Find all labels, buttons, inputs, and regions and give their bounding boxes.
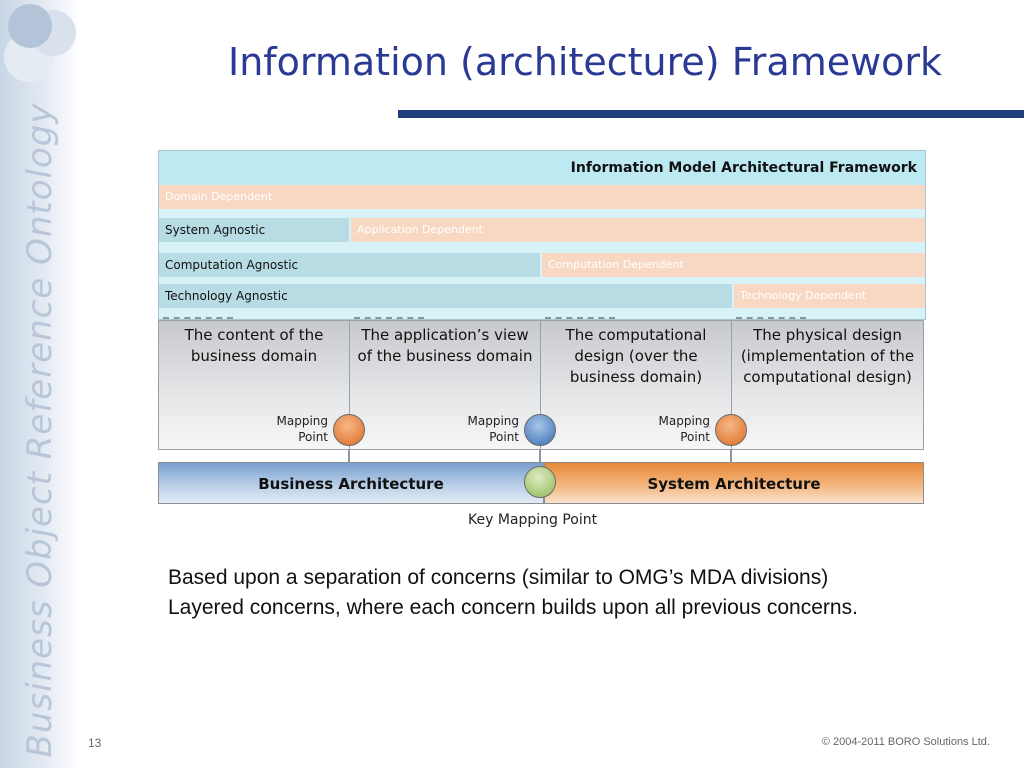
page-number: 13: [88, 736, 102, 750]
connector-line: [730, 450, 732, 462]
connector-line: [539, 450, 541, 462]
slide-title: Information (architecture) Framework: [228, 40, 943, 84]
mapping-point-label-line: Point: [298, 430, 328, 444]
connector-line: [348, 450, 350, 462]
concerns-row: The content of the business domain The a…: [158, 317, 924, 602]
concern-computational-design: The computational design (over the busin…: [540, 317, 732, 450]
band-technology-dependent: Technology Dependent: [734, 284, 925, 308]
band-computation-dependent: Computation Dependent: [542, 253, 925, 277]
mapping-point-label: Mapping Point: [648, 413, 711, 445]
mapping-point-label-line: Mapping: [276, 414, 329, 428]
framework-top-panel: Information Model Architectural Framewor…: [158, 150, 926, 320]
sidebar-vertical-title: Business Object Reference Ontology: [20, 102, 60, 758]
copyright: © 2004-2011 BORO Solutions Ltd.: [821, 736, 990, 748]
title-underline: [398, 110, 1024, 118]
mapping-point-label: Mapping Point: [457, 413, 520, 445]
band-application-dependent: Application Dependent: [351, 218, 925, 242]
dashed-divider: [736, 317, 806, 322]
concern-text: The content of the business domain: [184, 326, 324, 365]
band-domain-dependent: Domain Dependent: [159, 185, 925, 209]
body-text: Based upon a separation of concerns (sim…: [168, 563, 908, 623]
system-architecture-bar: System Architecture: [544, 462, 924, 504]
mapping-point-circle: [715, 414, 747, 446]
key-mapping-point-circle: [524, 466, 556, 498]
mapping-point-label-line: Mapping: [467, 414, 520, 428]
framework-diagram: Information Model Architectural Framewor…: [158, 150, 926, 530]
key-mapping-point-label: Key Mapping Point: [468, 512, 598, 528]
mapping-point-circle: [524, 414, 556, 446]
body-line: Based upon a separation of concerns (sim…: [168, 566, 829, 589]
dashed-divider: [545, 317, 615, 322]
band-computation-agnostic: Computation Agnostic: [159, 253, 540, 277]
mapping-point-label-line: Point: [489, 430, 519, 444]
framework-title: Information Model Architectural Framewor…: [570, 160, 917, 176]
dashed-divider: [354, 317, 424, 322]
framework-header: Information Model Architectural Framewor…: [159, 151, 925, 185]
concern-business-domain: The content of the business domain: [158, 317, 350, 450]
decorative-circle: [8, 4, 52, 48]
body-line: Layered concerns, where each concern bui…: [168, 596, 858, 619]
band-technology-agnostic: Technology Agnostic: [159, 284, 732, 308]
mapping-point-label-line: Mapping: [658, 414, 711, 428]
concern-text: The physical design (implementation of t…: [740, 326, 915, 386]
mapping-point-label-line: Point: [680, 430, 710, 444]
mapping-point-label: Mapping Point: [266, 413, 329, 445]
concern-physical-design: The physical design (implementation of t…: [731, 317, 924, 450]
sidebar: Business Object Reference Ontology: [0, 0, 80, 768]
dashed-divider: [163, 317, 233, 322]
mapping-point-circle: [333, 414, 365, 446]
business-architecture-bar: Business Architecture: [158, 462, 544, 504]
band-system-agnostic: System Agnostic: [159, 218, 349, 242]
concern-text: The application’s view of the business d…: [357, 326, 533, 365]
concern-text: The computational design (over the busin…: [565, 326, 707, 386]
